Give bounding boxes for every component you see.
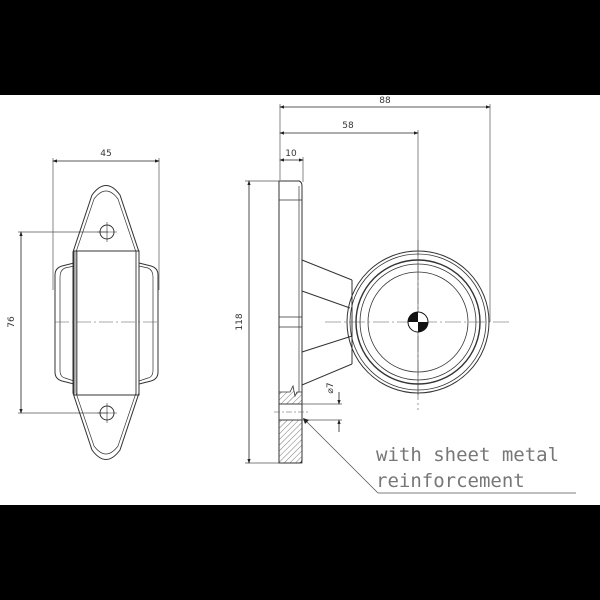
rubber-arm (301, 259, 353, 386)
dimension-lamp-center: 58 (279, 121, 419, 395)
dimension-label-height: 118 (235, 313, 245, 330)
center-mark-icon (407, 311, 429, 333)
lamp-lens (325, 240, 512, 410)
note-line-2: reinforcement (376, 470, 525, 492)
dimension-label-base-thickness: 10 (285, 149, 297, 159)
dimension-label-overall-depth: 88 (379, 96, 391, 106)
section-hatch (274, 384, 308, 464)
dimension-overall-depth: 88 (279, 96, 491, 322)
dimension-label-width: 45 (100, 149, 111, 159)
dimension-label-hole-diameter: ⌀7 (326, 382, 336, 393)
note-line-1: with sheet metal (376, 444, 559, 466)
dimension-hole-spacing: 76 (7, 231, 108, 414)
dimension-width: 45 (52, 149, 160, 290)
mounting-flange (72, 185, 140, 460)
dimension-label-lamp-center: 58 (342, 121, 354, 131)
note-leader (303, 418, 576, 494)
top-letterbox (0, 0, 600, 95)
dimension-hole-diameter: ⌀7 (302, 382, 342, 432)
side-view: 88 58 10 118 (235, 96, 576, 494)
dimension-base-thickness: 10 (279, 149, 304, 182)
dimension-label-hole-spacing: 76 (7, 316, 17, 328)
lamp-body (73, 250, 140, 396)
front-view: 45 76 (7, 149, 160, 460)
bottom-letterbox (0, 505, 600, 600)
